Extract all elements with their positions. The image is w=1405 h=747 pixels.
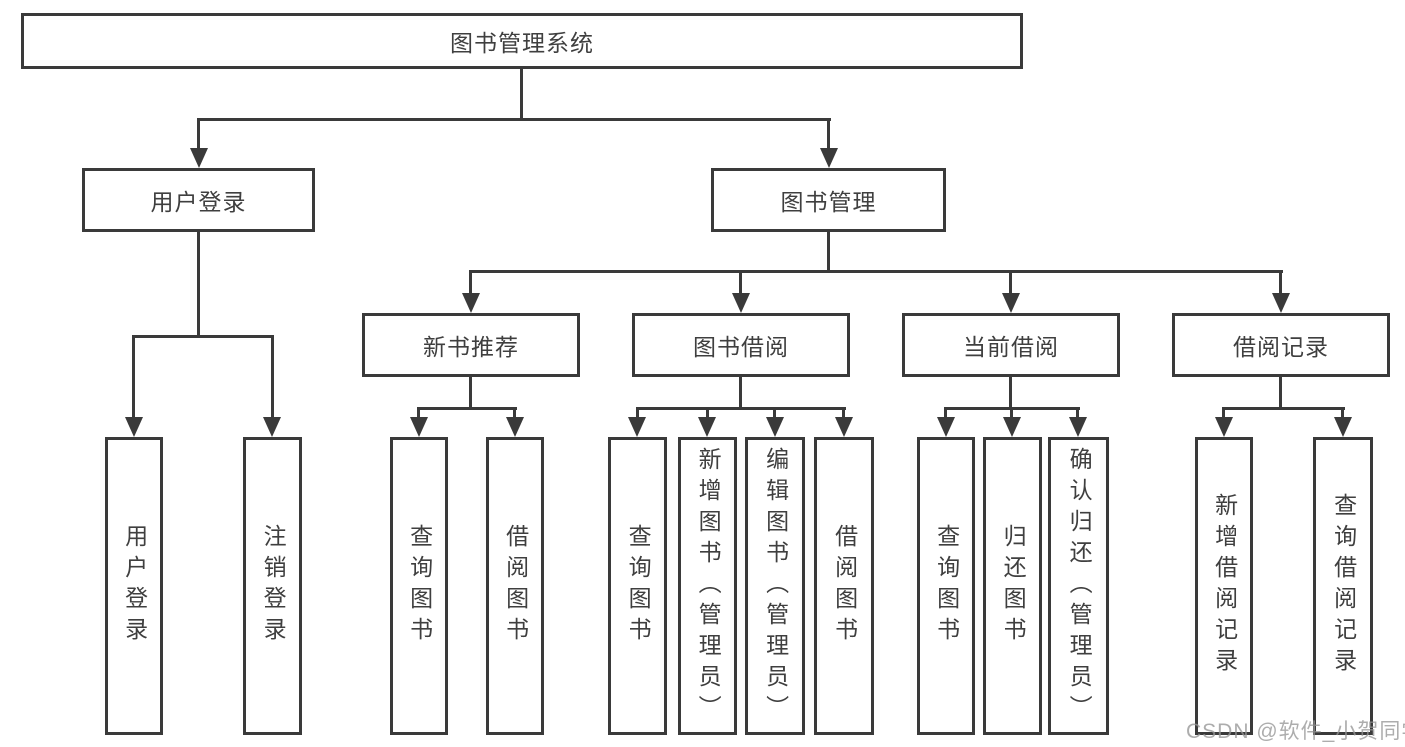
leaf-query-borrow-record: 查询借阅记录 <box>1313 437 1373 735</box>
leaf-query-borrow-record-label: 查询借阅记录 <box>1330 493 1357 679</box>
leaf-add-books-admin: 新增图书（管理员） <box>678 437 737 735</box>
leaf-logout-label: 注销登录 <box>260 524 287 648</box>
leaf-confirm-return-admin: 确认归还（管理员） <box>1048 437 1109 735</box>
node-current-borrowing: 当前借阅 <box>902 313 1120 377</box>
connector-line <box>417 407 517 410</box>
leaf-borrow-books-label: 借阅图书 <box>831 524 858 648</box>
connector-line <box>706 407 709 419</box>
leaf-add-books-admin-label: 新增图书（管理员） <box>695 446 722 726</box>
connector-line <box>1341 407 1344 419</box>
node-borrowing-records: 借阅记录 <box>1172 313 1390 377</box>
node-book-borrowing-label: 图书借阅 <box>693 334 789 360</box>
connector-line <box>636 407 639 419</box>
csdn-watermark: CSDN @软件_小贺同学 <box>1186 720 1405 743</box>
connector-line <box>469 270 1283 273</box>
node-book-borrowing: 图书借阅 <box>632 313 850 377</box>
node-root-system: 图书管理系统 <box>21 13 1023 69</box>
leaf-query-books-borrow: 查询图书 <box>608 437 667 735</box>
arrow-down-icon <box>1069 417 1087 437</box>
node-new-book-recommend: 新书推荐 <box>362 313 580 377</box>
arrow-down-icon <box>1272 293 1290 313</box>
leaf-query-books-current-label: 查询图书 <box>933 524 960 648</box>
connector-line <box>1222 407 1345 410</box>
node-user-login: 用户登录 <box>82 168 315 232</box>
connector-line <box>469 270 472 295</box>
arrow-down-icon <box>506 417 524 437</box>
node-borrowing-records-label: 借阅记录 <box>1233 334 1329 360</box>
connector-line <box>469 377 472 410</box>
connector-line <box>773 407 776 419</box>
connector-line <box>197 232 200 338</box>
node-current-borrowing-label: 当前借阅 <box>963 334 1059 360</box>
arrow-down-icon <box>1002 293 1020 313</box>
connector-line <box>1010 407 1013 419</box>
leaf-confirm-return-admin-label: 确认归还（管理员） <box>1066 446 1093 726</box>
leaf-user-login: 用户登录 <box>105 437 163 735</box>
leaf-add-borrow-record-label: 新增借阅记录 <box>1211 493 1238 679</box>
connector-line <box>827 118 830 152</box>
arrow-down-icon <box>766 417 784 437</box>
node-root-label: 图书管理系统 <box>450 30 594 56</box>
arrow-down-icon <box>628 417 646 437</box>
arrow-down-icon <box>820 148 838 168</box>
leaf-borrow-books-recommend-label: 借阅图书 <box>502 524 529 648</box>
arrow-down-icon <box>732 293 750 313</box>
node-user-login-label: 用户登录 <box>150 189 247 215</box>
arrow-down-icon <box>190 148 208 168</box>
connector-line <box>513 407 516 419</box>
connector-line <box>827 232 830 273</box>
connector-line <box>842 407 845 419</box>
leaf-add-borrow-record: 新增借阅记录 <box>1195 437 1253 735</box>
connector-line <box>197 118 831 121</box>
connector-line <box>1076 407 1079 419</box>
connector-line <box>1009 270 1012 295</box>
arrow-down-icon <box>937 417 955 437</box>
node-book-management-label: 图书管理 <box>780 189 877 215</box>
connector-line <box>739 270 742 295</box>
leaf-user-login-label: 用户登录 <box>121 524 148 648</box>
leaf-query-books-borrow-label: 查询图书 <box>625 524 652 648</box>
leaf-edit-books-admin-label: 编辑图书（管理员） <box>762 446 789 726</box>
connector-line <box>1222 407 1225 419</box>
connector-line <box>132 335 274 338</box>
leaf-logout: 注销登录 <box>243 437 302 735</box>
connector-line <box>520 69 523 121</box>
arrow-down-icon <box>698 417 716 437</box>
leaf-query-books-recommend-label: 查询图书 <box>406 524 433 648</box>
leaf-borrow-books: 借阅图书 <box>814 437 874 735</box>
arrow-down-icon <box>125 417 143 437</box>
leaf-query-books-recommend: 查询图书 <box>390 437 448 735</box>
connector-line <box>1279 270 1282 295</box>
node-new-book-recommend-label: 新书推荐 <box>423 334 519 360</box>
arrow-down-icon <box>835 417 853 437</box>
connector-line <box>739 377 742 410</box>
arrow-down-icon <box>1215 417 1233 437</box>
connector-line <box>132 335 135 421</box>
connector-line <box>944 407 947 419</box>
connector-line <box>1279 377 1282 410</box>
arrow-down-icon <box>410 417 428 437</box>
connector-line <box>271 335 274 421</box>
arrow-down-icon <box>263 417 281 437</box>
leaf-return-books-label: 归还图书 <box>1000 524 1027 648</box>
arrow-down-icon <box>462 293 480 313</box>
arrow-down-icon <box>1334 417 1352 437</box>
connector-line <box>417 407 420 419</box>
leaf-borrow-books-recommend: 借阅图书 <box>486 437 544 735</box>
connector-line <box>636 407 846 410</box>
leaf-return-books: 归还图书 <box>983 437 1042 735</box>
node-book-management: 图书管理 <box>711 168 946 232</box>
connector-line <box>197 118 200 152</box>
leaf-query-books-current: 查询图书 <box>917 437 975 735</box>
arrow-down-icon <box>1003 417 1021 437</box>
leaf-edit-books-admin: 编辑图书（管理员） <box>745 437 805 735</box>
connector-line <box>1009 377 1012 410</box>
